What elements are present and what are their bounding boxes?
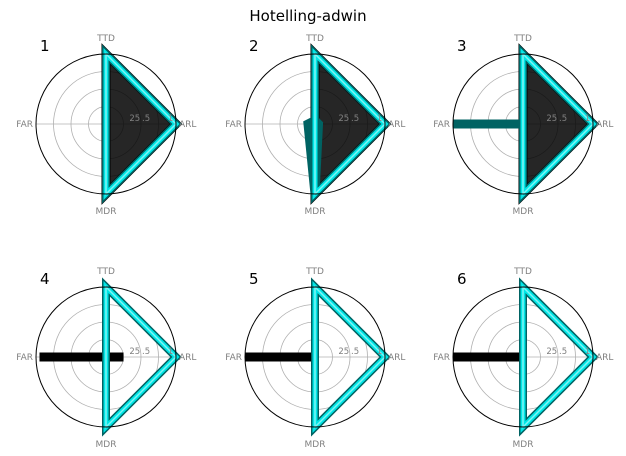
- radial-tick-label: .5: [142, 114, 150, 124]
- radar-outline: [35, 286, 177, 428]
- radar-outline: [244, 286, 386, 428]
- radial-tick-label: 25: [338, 114, 349, 124]
- radial-tick-label: .5: [559, 347, 567, 357]
- axis-label-far: FAR: [225, 120, 242, 130]
- axis-label-arl: ARL: [179, 353, 196, 363]
- axis-label-ttd: TTD: [513, 267, 532, 277]
- radial-tick-label: .5: [142, 347, 150, 357]
- axis-label-mdr: MDR: [96, 440, 117, 450]
- axis-label-far: FAR: [16, 353, 33, 363]
- axis-label-ttd: TTD: [96, 267, 115, 277]
- radial-tick-label: .5: [351, 347, 359, 357]
- axis-label-far: FAR: [433, 120, 450, 130]
- radar-outline: [244, 53, 386, 195]
- radial-tick-label: .5: [351, 114, 359, 124]
- axis-label-far: FAR: [16, 120, 33, 130]
- series-polygon: [518, 43, 600, 205]
- panel-number: 5: [249, 270, 259, 288]
- radial-tick-label: 25: [546, 347, 557, 357]
- radial-tick-label: 1: [585, 114, 590, 124]
- axis-label-arl: ARL: [388, 120, 405, 130]
- series-dark-0: [101, 43, 183, 205]
- radial-tick-label: 25: [338, 347, 349, 357]
- radial-tick-label: 25: [129, 347, 140, 357]
- axis-label-arl: ARL: [388, 353, 405, 363]
- radial-tick-label: 25: [546, 114, 557, 124]
- radar-panel-2: 25.5 1 TTD ARL MDR FAR 2: [225, 34, 405, 217]
- axis-label-arl: ARL: [179, 120, 196, 130]
- axis-label-mdr: MDR: [513, 440, 534, 450]
- radial-tick-label: 1: [585, 347, 590, 357]
- radar-outline: [452, 286, 594, 428]
- radial-tick-label: 1: [168, 347, 173, 357]
- radial-tick-label: 1: [377, 347, 382, 357]
- axis-label-ttd: TTD: [513, 34, 532, 44]
- radar-panel-1: 25.5 1 TTD ARL MDR FAR 1: [16, 34, 196, 217]
- radial-tick-label: 1: [377, 114, 382, 124]
- radar-panel-4: 25.5 1 TTD ARL MDR FAR 4: [16, 267, 196, 450]
- radial-tick-label: 1: [168, 114, 173, 124]
- axis-label-ttd: TTD: [96, 34, 115, 44]
- radar-panel-3: 25.5 1 TTD ARL MDR FAR 3: [433, 34, 613, 217]
- panel-number: 2: [249, 37, 259, 55]
- radar-panel-5: 25.5 1 TTD ARL MDR FAR 5: [225, 267, 405, 450]
- radial-tick-label: .5: [559, 114, 567, 124]
- panel-number: 4: [40, 270, 50, 288]
- axis-label-mdr: MDR: [96, 207, 117, 217]
- panel-number: 1: [40, 37, 50, 55]
- axis-label-far: FAR: [433, 353, 450, 363]
- axis-label-mdr: MDR: [305, 440, 326, 450]
- series-dark-0: [310, 43, 392, 205]
- series-polygon: [101, 43, 183, 205]
- radar-outline: [452, 53, 594, 195]
- panel-number: 6: [457, 270, 467, 288]
- radar-outline: [35, 53, 177, 195]
- axis-label-mdr: MDR: [513, 207, 534, 217]
- radar-panel-6: 25.5 1 TTD ARL MDR FAR 6: [433, 267, 613, 450]
- axis-label-arl: ARL: [596, 353, 613, 363]
- figure-title: Hotelling-adwin: [249, 7, 366, 25]
- series-polygon: [310, 43, 392, 205]
- series-dark-0: [518, 43, 600, 205]
- radial-tick-label: 25: [129, 114, 140, 124]
- axis-label-ttd: TTD: [305, 34, 324, 44]
- axis-label-arl: ARL: [596, 120, 613, 130]
- axis-label-ttd: TTD: [305, 267, 324, 277]
- axis-label-mdr: MDR: [305, 207, 326, 217]
- axis-label-far: FAR: [225, 353, 242, 363]
- panel-number: 3: [457, 37, 467, 55]
